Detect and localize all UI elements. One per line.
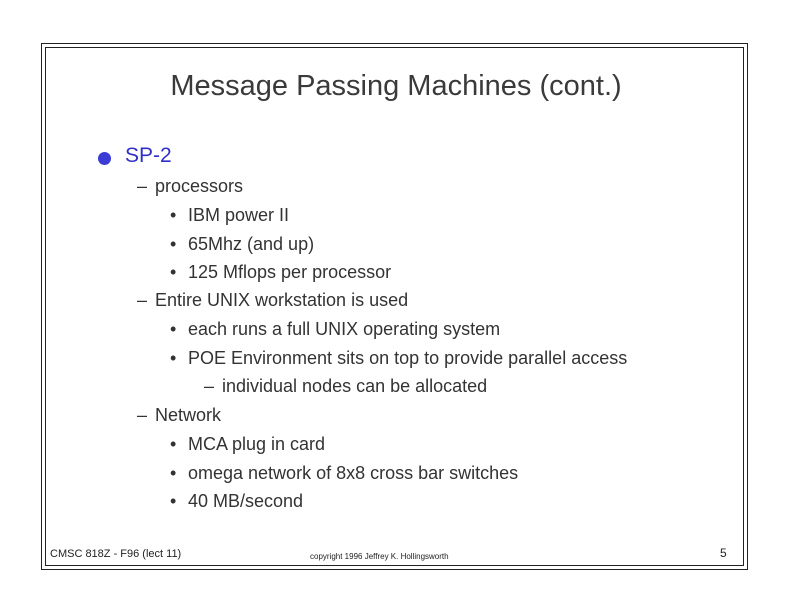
outline-marker: – (204, 376, 215, 396)
outline-marker: • (170, 234, 177, 254)
footer-copyright: copyright 1996 Jeffrey K. Hollingsworth (310, 552, 449, 561)
outline-item: IBM power II (188, 205, 290, 225)
slide-frame-outer (41, 43, 748, 570)
outline-item: 65Mhz (and up) (188, 234, 315, 254)
outline-item: 40 MB/second (188, 491, 304, 511)
outline-marker: • (170, 463, 177, 483)
outline-item: MCA plug in card (188, 434, 326, 454)
outline-marker: • (170, 205, 177, 225)
slide-frame-inner (45, 47, 744, 566)
outline-item: omega network of 8x8 cross bar switches (188, 463, 519, 483)
outline-marker: • (170, 319, 177, 339)
outline-item: Network (155, 405, 222, 425)
page-number: 5 (720, 546, 727, 560)
outline-item: 125 Mflops per processor (188, 262, 392, 282)
outline-marker: • (170, 491, 177, 511)
slide-title: Message Passing Machines (cont.) (170, 70, 622, 102)
outline-marker: – (137, 290, 148, 310)
outline-item: processors (155, 176, 244, 196)
outline-marker: – (137, 405, 148, 425)
outline-item: individual nodes can be allocated (222, 376, 488, 396)
outline-item: each runs a full UNIX operating system (188, 319, 501, 339)
outline-item: POE Environment sits on top to provide p… (188, 348, 628, 368)
outline-marker: • (170, 348, 177, 368)
main-bullet-text: SP-2 (125, 144, 172, 167)
outline-marker: • (170, 262, 177, 282)
outline-marker: – (137, 176, 148, 196)
footer-course: CMSC 818Z - F96 (lect 11) (50, 548, 182, 560)
outline-marker: • (170, 434, 177, 454)
filled-circle-bullet-icon (98, 152, 111, 165)
outline-item: Entire UNIX workstation is used (155, 290, 409, 310)
